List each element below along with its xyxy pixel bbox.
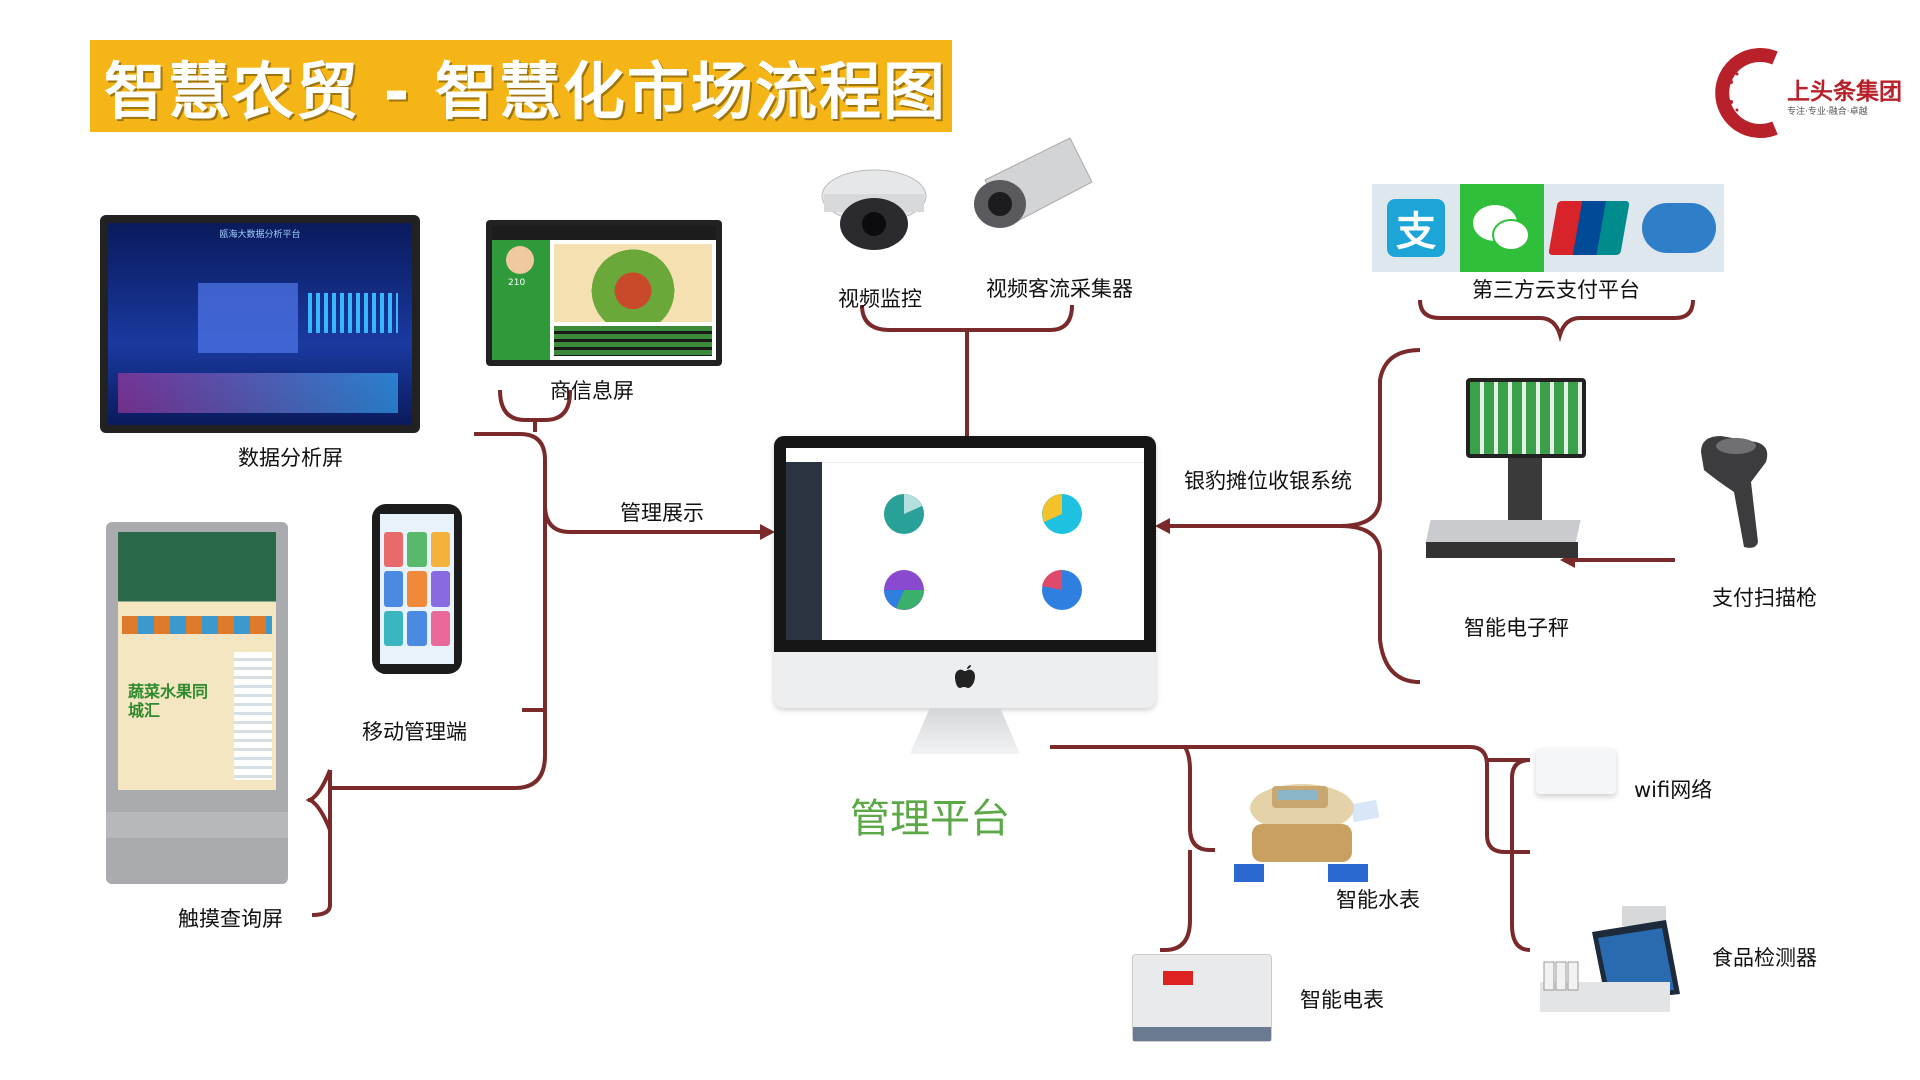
unionpay-icon bbox=[1544, 184, 1634, 272]
smart-scale-device bbox=[1420, 370, 1600, 582]
merchant-screen-device: 210 bbox=[486, 220, 722, 366]
link-payment bbox=[1418, 299, 1695, 343]
label-payment-platform: 第三方云支付平台 bbox=[1472, 278, 1640, 302]
label-video-monitor: 视频监控 bbox=[838, 287, 922, 311]
wifi-router-device bbox=[1536, 748, 1616, 794]
wechat-icon bbox=[1460, 184, 1544, 272]
alipay-icon: 支 bbox=[1372, 184, 1460, 272]
brand-logo-mark bbox=[1715, 48, 1778, 138]
link-cashier bbox=[1170, 348, 1421, 528]
link-cashier-lower bbox=[1339, 524, 1421, 684]
brand-logo: 上头条集团 专注·专业·融合·卓越 bbox=[1695, 0, 1920, 180]
label-wifi: wifi网络 bbox=[1634, 778, 1713, 802]
label-scanner: 支付扫描枪 bbox=[1712, 586, 1817, 610]
touch-kiosk-device: 蔬菜水果同城汇 bbox=[106, 522, 288, 884]
link-display bbox=[474, 432, 760, 534]
label-food-detector: 食品检测器 bbox=[1712, 946, 1817, 970]
monitor-stand bbox=[910, 708, 1020, 754]
water-meter-device bbox=[1232, 774, 1382, 894]
link-water bbox=[1183, 745, 1215, 852]
arrow-display bbox=[760, 524, 775, 540]
label-data-screen: 数据分析屏 bbox=[238, 446, 343, 470]
label-video-flow: 视频客流采集器 bbox=[986, 277, 1133, 301]
merchant-count: 210 bbox=[508, 278, 526, 288]
payment-icons-strip: 支 bbox=[1372, 184, 1724, 272]
data-analysis-screen-device: 瓯海大数据分析平台 bbox=[100, 215, 420, 433]
quickpass-icon bbox=[1634, 184, 1724, 272]
data-screen-title: 瓯海大数据分析平台 bbox=[219, 230, 301, 240]
brand-slogan: 专注·专业·融合·卓越 bbox=[1787, 107, 1868, 117]
touch-promo: 蔬菜水果同城汇 bbox=[128, 682, 209, 721]
arrow-cashier bbox=[1155, 518, 1170, 534]
label-scale: 智能电子秤 bbox=[1464, 616, 1569, 640]
dome-camera bbox=[820, 166, 928, 256]
apple-logo-icon bbox=[955, 665, 975, 688]
label-management-display: 管理展示 bbox=[620, 501, 704, 525]
label-management-platform: 管理平台 bbox=[850, 796, 1010, 842]
link-food bbox=[1510, 758, 1531, 952]
brand-name: 上头条集团 bbox=[1787, 79, 1902, 105]
label-electric-meter: 智能电表 bbox=[1300, 988, 1384, 1012]
label-merchant-screen: 商信息屏 bbox=[550, 379, 634, 403]
label-touch-screen: 触摸查询屏 bbox=[178, 907, 283, 931]
label-water-meter: 智能水表 bbox=[1336, 888, 1420, 912]
page-title: 智慧农贸 - 智慧化市场流程图 bbox=[104, 55, 947, 128]
label-mobile: 移动管理端 bbox=[362, 720, 467, 744]
bullet-camera bbox=[960, 130, 1100, 240]
mobile-device bbox=[372, 504, 462, 674]
management-monitor bbox=[774, 436, 1156, 708]
electric-meter-device bbox=[1132, 954, 1272, 1042]
label-cashier-system: 银豹摊位收银系统 bbox=[1184, 469, 1352, 493]
link-electric bbox=[1160, 850, 1192, 952]
food-detector-device bbox=[1536, 902, 1686, 1018]
page-title-banner: 智慧农贸 - 智慧化市场流程图 bbox=[90, 40, 952, 132]
scanner-device bbox=[1696, 432, 1786, 552]
link-touch bbox=[311, 770, 332, 917]
